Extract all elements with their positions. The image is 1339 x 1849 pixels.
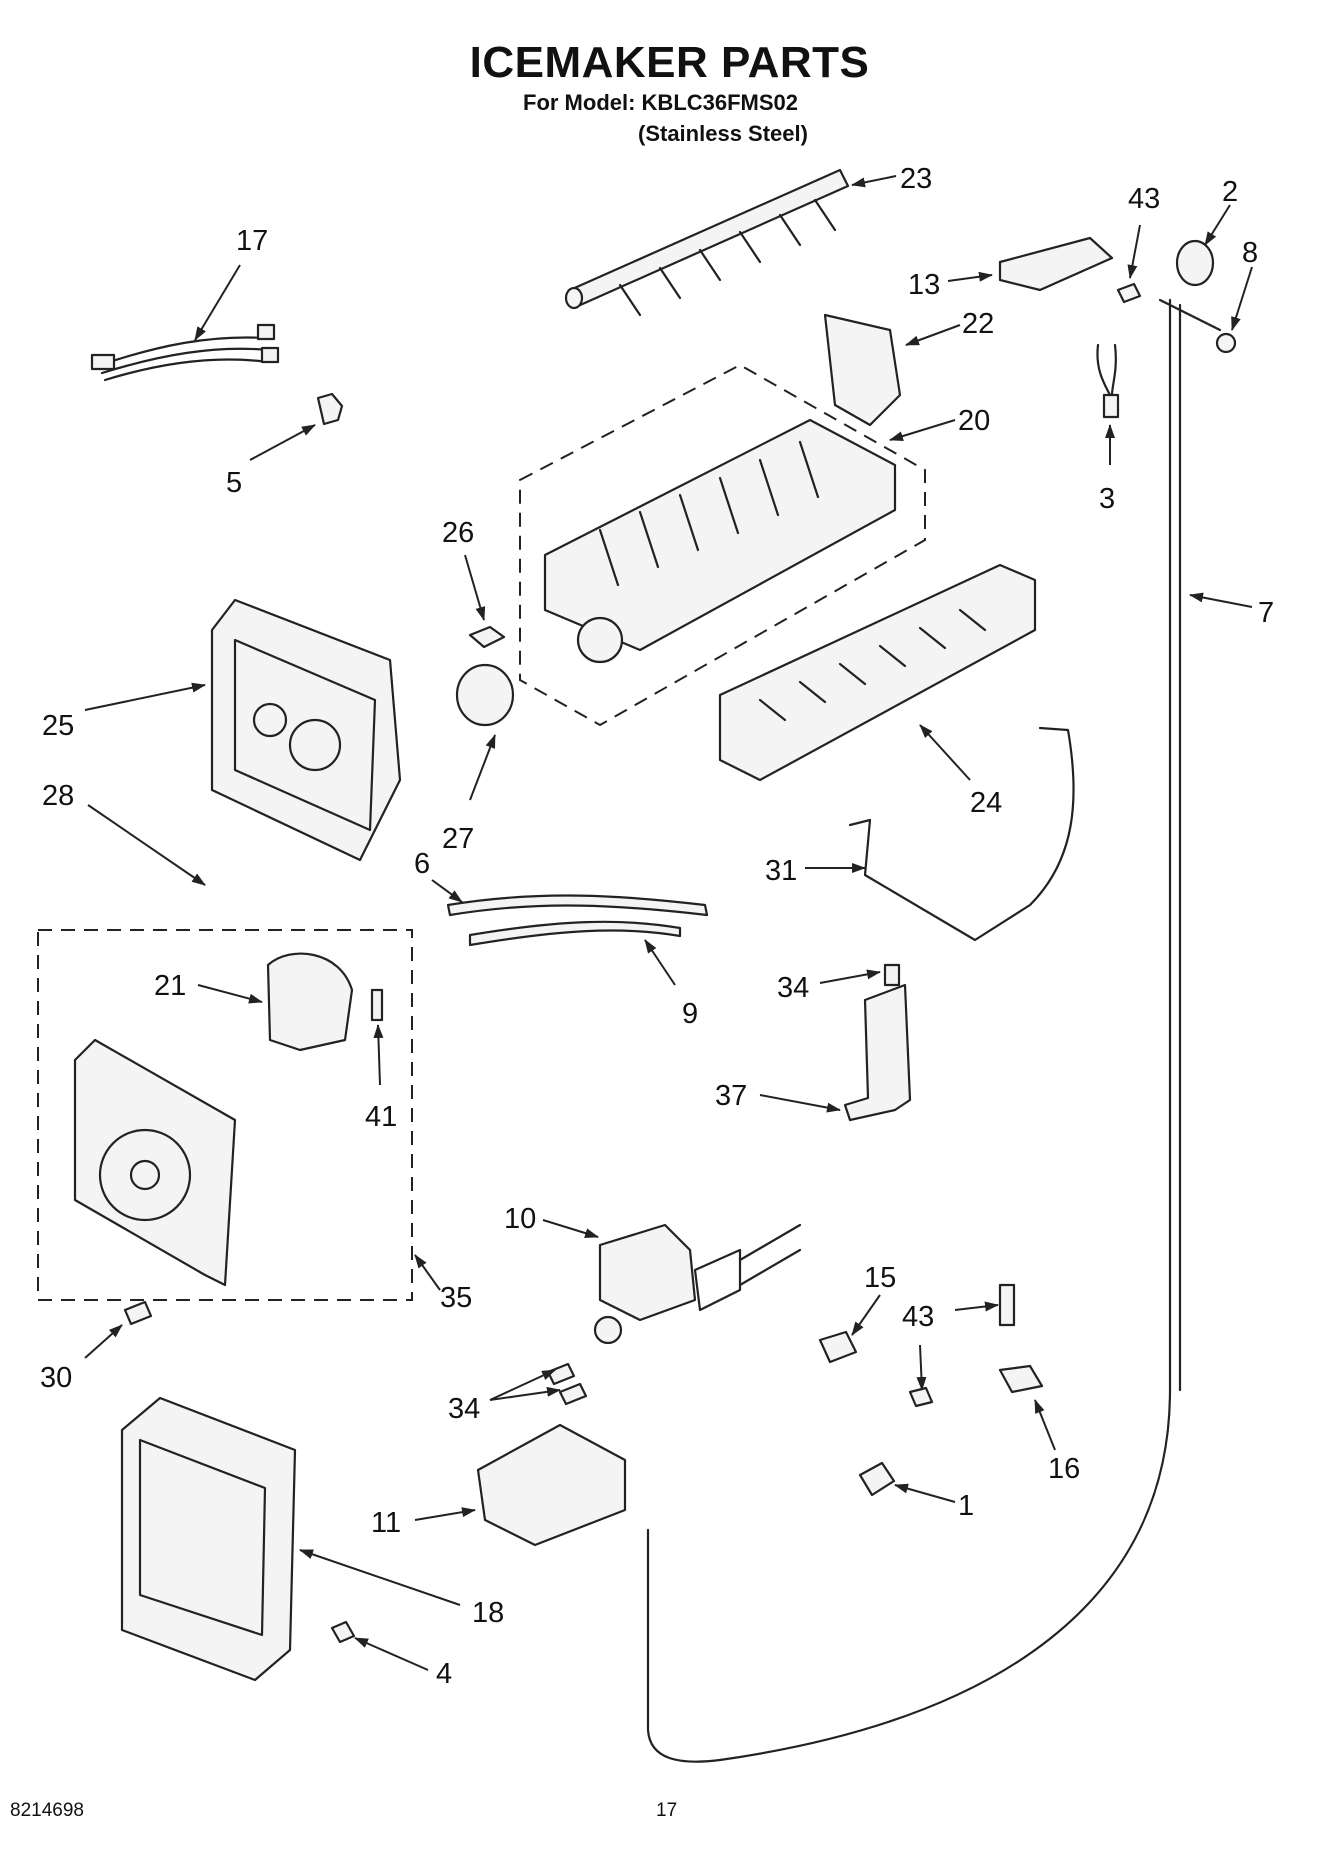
part-9-tube — [468, 920, 682, 947]
part-2-bushing — [1175, 239, 1215, 287]
part-43-screw-top — [1116, 282, 1142, 304]
callout-6: 6 — [414, 848, 430, 880]
page-title: ICEMAKER PARTS — [469, 38, 870, 87]
mold-assembly-dashed-box — [519, 363, 926, 727]
part-18-cover — [120, 1396, 297, 1682]
part-17-wire-harness — [90, 323, 280, 382]
part-11-bracket — [476, 1423, 627, 1547]
part-41-screw — [370, 988, 384, 1022]
document-number: 8214698 — [10, 1800, 84, 1821]
part-22-fill-cup — [823, 313, 902, 427]
model-line: For Model: KBLC36FMS02 — [523, 90, 799, 115]
callout-11: 11 — [371, 1507, 401, 1539]
callout-3: 3 — [1099, 483, 1115, 515]
part-31-shutoff-arm — [848, 726, 1075, 942]
part-43-screw-b — [998, 1283, 1016, 1327]
module-dashed-box-35 — [37, 929, 413, 1301]
callout-20: 20 — [958, 405, 990, 437]
callout-18: 18 — [472, 1597, 504, 1629]
callout-labels: 23 2 43 17 8 13 22 5 20 3 26 7 25 24 28 … — [40, 163, 1274, 1690]
part-4-push-pin — [330, 1620, 356, 1644]
part-21-motor — [266, 952, 354, 1052]
part-7-fill-tube — [646, 298, 1172, 1763]
callout-21: 21 — [154, 970, 186, 1002]
part-34-screw-b — [546, 1362, 576, 1386]
callout-5: 5 — [226, 467, 242, 499]
callout-1: 1 — [958, 1490, 974, 1522]
part-15-clamp — [818, 1330, 858, 1364]
callout-37: 37 — [715, 1080, 747, 1112]
callout-43-mid: 43 — [902, 1301, 934, 1333]
part-20-mold — [543, 418, 897, 664]
callout-17: 17 — [236, 225, 268, 257]
part-5-clip — [316, 392, 344, 426]
callout-28: 28 — [42, 780, 74, 812]
part-37-bracket — [843, 983, 912, 1122]
page-number: 17 — [656, 1800, 678, 1821]
callout-41: 41 — [365, 1101, 397, 1133]
part-43-screw-c — [908, 1386, 934, 1408]
callout-16: 16 — [1048, 1453, 1080, 1485]
callout-22: 22 — [962, 308, 994, 340]
callout-7: 7 — [1258, 597, 1274, 629]
part-16-clamp — [998, 1364, 1044, 1394]
callout-26: 26 — [442, 517, 474, 549]
leader-lines — [84, 175, 1253, 1671]
part-35-control-module — [73, 1038, 237, 1287]
callout-8: 8 — [1242, 237, 1258, 269]
callout-24: 24 — [970, 787, 1002, 819]
part-3-thermostat — [1096, 343, 1120, 419]
part-23-ejector — [564, 168, 850, 317]
callout-15: 15 — [864, 1262, 896, 1294]
part-27-fan — [455, 663, 515, 727]
callout-10: 10 — [504, 1203, 536, 1235]
callout-9: 9 — [682, 998, 698, 1030]
finish-line: (Stainless Steel) — [638, 121, 808, 146]
part-13-cover — [998, 236, 1114, 292]
part-1-fitting — [858, 1461, 896, 1497]
callout-23: 23 — [900, 163, 932, 195]
callout-4: 4 — [436, 1658, 452, 1690]
callout-13: 13 — [908, 269, 940, 301]
callout-2: 2 — [1222, 176, 1238, 208]
callout-27: 27 — [442, 823, 474, 855]
part-24-stripper — [718, 563, 1037, 782]
callout-34-top: 34 — [777, 972, 809, 1004]
callout-34-bottom: 34 — [448, 1393, 480, 1425]
part-10-water-valve — [593, 1223, 802, 1345]
part-8-washer — [1215, 332, 1237, 354]
part-6-tube — [446, 894, 709, 917]
part-30-screw — [123, 1300, 153, 1326]
callout-25: 25 — [42, 710, 74, 742]
part-25-control-housing — [210, 598, 402, 862]
callout-31: 31 — [765, 855, 797, 887]
part-34-screw-c — [558, 1382, 588, 1406]
part-34-screw-a — [883, 963, 901, 987]
callout-43-top: 43 — [1128, 183, 1160, 215]
part-26-coupler — [468, 625, 506, 649]
callout-35: 35 — [440, 1282, 472, 1314]
callout-30: 30 — [40, 1362, 72, 1394]
